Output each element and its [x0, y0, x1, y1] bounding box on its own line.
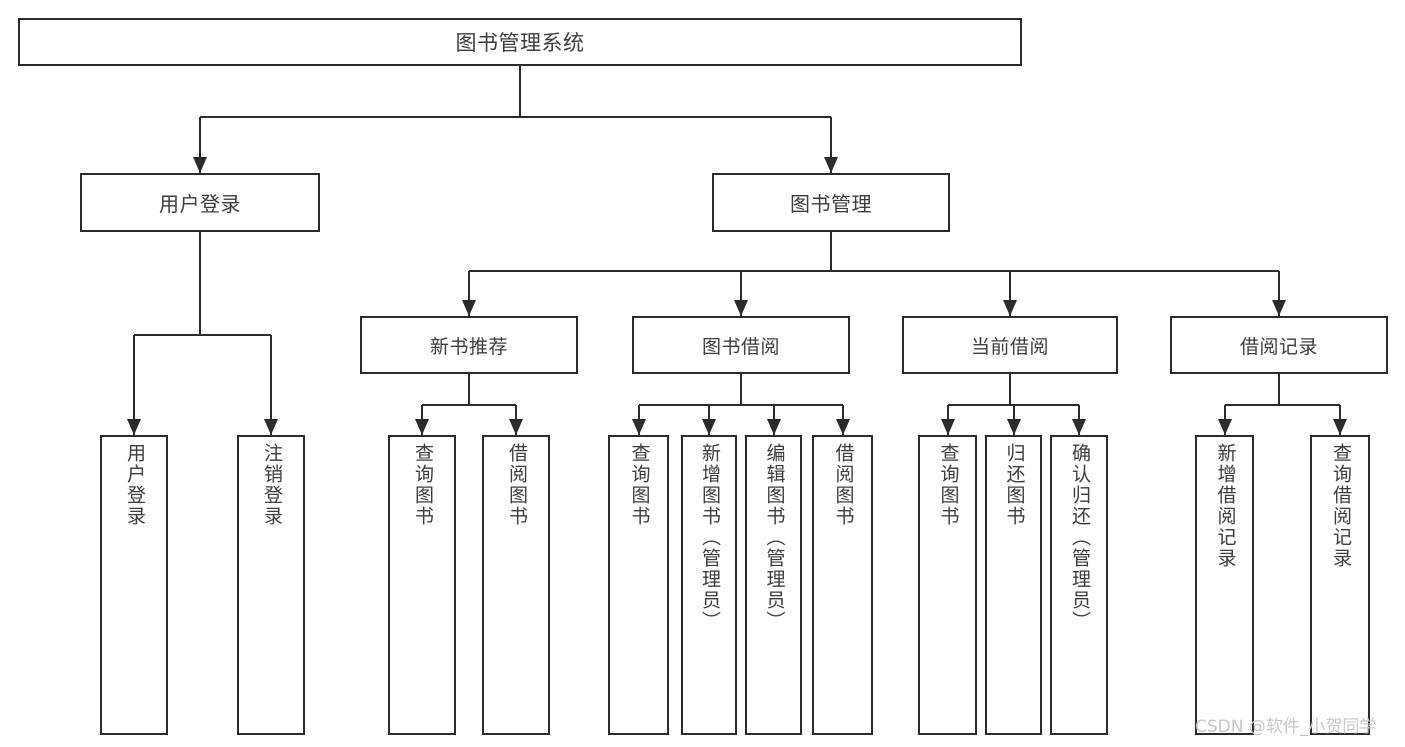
leaf-query-book-recommend[interactable]: 查询图书 [388, 435, 456, 735]
arrow-head-icon [1272, 300, 1286, 316]
node-label: 当前借阅 [970, 335, 1049, 358]
connector-line [830, 117, 832, 173]
arrow-head-icon [824, 157, 838, 173]
node-label: 图书管理 [790, 192, 872, 216]
leaf-label: 确认归还（管理员） [1068, 443, 1091, 632]
arrow-head-icon [1217, 419, 1232, 435]
connector-line [519, 66, 521, 117]
arrow-head-icon [193, 157, 207, 173]
leaf-label: 查询图书 [937, 443, 960, 527]
leaf-label: 编辑图书（管理员） [763, 443, 786, 632]
node-label: 借阅记录 [1239, 335, 1318, 358]
leaf-label: 查询图书 [628, 443, 651, 527]
node-root[interactable]: 图书管理系统 [18, 18, 1022, 66]
leaf-borrow-book-recommend[interactable]: 借阅图书 [482, 435, 550, 735]
arrow-head-icon [631, 419, 646, 435]
node-book-management[interactable]: 图书管理 [712, 173, 950, 232]
node-label: 新书推荐 [429, 335, 508, 358]
connector-line [638, 404, 843, 406]
leaf-add-book-admin[interactable]: 新增图书（管理员） [681, 435, 737, 735]
leaf-add-borrow-record[interactable]: 新增借阅记录 [1195, 435, 1254, 735]
node-book-borrow[interactable]: 图书借阅 [632, 316, 850, 374]
node-current-borrow[interactable]: 当前借阅 [902, 316, 1118, 374]
connector-line [830, 232, 832, 271]
node-borrow-record[interactable]: 借阅记录 [1170, 316, 1388, 374]
connector-line [468, 374, 470, 405]
connector-line [468, 271, 470, 316]
connector-line [1278, 374, 1280, 405]
node-label: 图书管理系统 [455, 31, 585, 55]
connector-line [740, 374, 742, 405]
arrow-head-icon [766, 419, 781, 435]
connector-line [469, 270, 1279, 272]
arrow-head-icon [415, 419, 429, 435]
arrow-head-icon [127, 419, 141, 435]
connector-line [1278, 271, 1280, 316]
connector-line [200, 116, 831, 118]
arrow-head-icon [1333, 419, 1347, 435]
connector-line [199, 117, 201, 173]
node-new-book-recommend[interactable]: 新书推荐 [360, 316, 578, 374]
leaf-query-book-current[interactable]: 查询图书 [918, 435, 977, 735]
leaf-label: 注销登录 [260, 443, 283, 527]
arrow-head-icon [264, 419, 278, 435]
leaf-label: 借阅图书 [505, 443, 528, 527]
leaf-label: 归还图书 [1003, 443, 1026, 527]
leaf-query-borrow-record[interactable]: 查询借阅记录 [1310, 435, 1370, 735]
leaf-logout-login[interactable]: 注销登录 [237, 435, 305, 735]
leaf-user-login[interactable]: 用户登录 [100, 435, 168, 735]
arrow-head-icon [1003, 300, 1017, 316]
arrow-head-icon [734, 300, 748, 316]
arrow-head-icon [1072, 419, 1086, 435]
node-label: 图书借阅 [701, 335, 780, 358]
leaf-label: 用户登录 [123, 443, 146, 527]
connector-line [740, 271, 742, 316]
node-user-login[interactable]: 用户登录 [80, 173, 320, 232]
leaf-query-book-borrow[interactable]: 查询图书 [608, 435, 669, 735]
leaf-label: 新增图书（管理员） [698, 443, 721, 632]
connector-line [133, 335, 135, 435]
arrow-head-icon [835, 419, 850, 435]
leaf-label: 查询图书 [411, 443, 434, 527]
connector-line [1009, 271, 1011, 316]
leaf-label: 查询借阅记录 [1329, 443, 1352, 569]
arrow-head-icon [509, 419, 523, 435]
leaf-edit-book-admin[interactable]: 编辑图书（管理员） [745, 435, 802, 735]
connector-line [422, 404, 516, 406]
connector-line [270, 335, 272, 435]
leaf-label: 借阅图书 [832, 443, 855, 527]
node-label: 用户登录 [159, 192, 241, 216]
leaf-label: 新增借阅记录 [1214, 443, 1237, 569]
arrow-head-icon [940, 419, 955, 435]
leaf-borrow-book[interactable]: 借阅图书 [812, 435, 873, 735]
leaf-confirm-return-admin[interactable]: 确认归还（管理员） [1050, 435, 1108, 735]
connector-line [134, 334, 271, 336]
connector-line [1224, 404, 1340, 406]
arrow-head-icon [702, 419, 716, 435]
arrow-head-icon [462, 300, 476, 316]
leaf-return-book[interactable]: 归还图书 [985, 435, 1042, 735]
arrow-head-icon [1006, 419, 1021, 435]
connector-line [199, 232, 201, 335]
connector-line [1009, 374, 1011, 405]
